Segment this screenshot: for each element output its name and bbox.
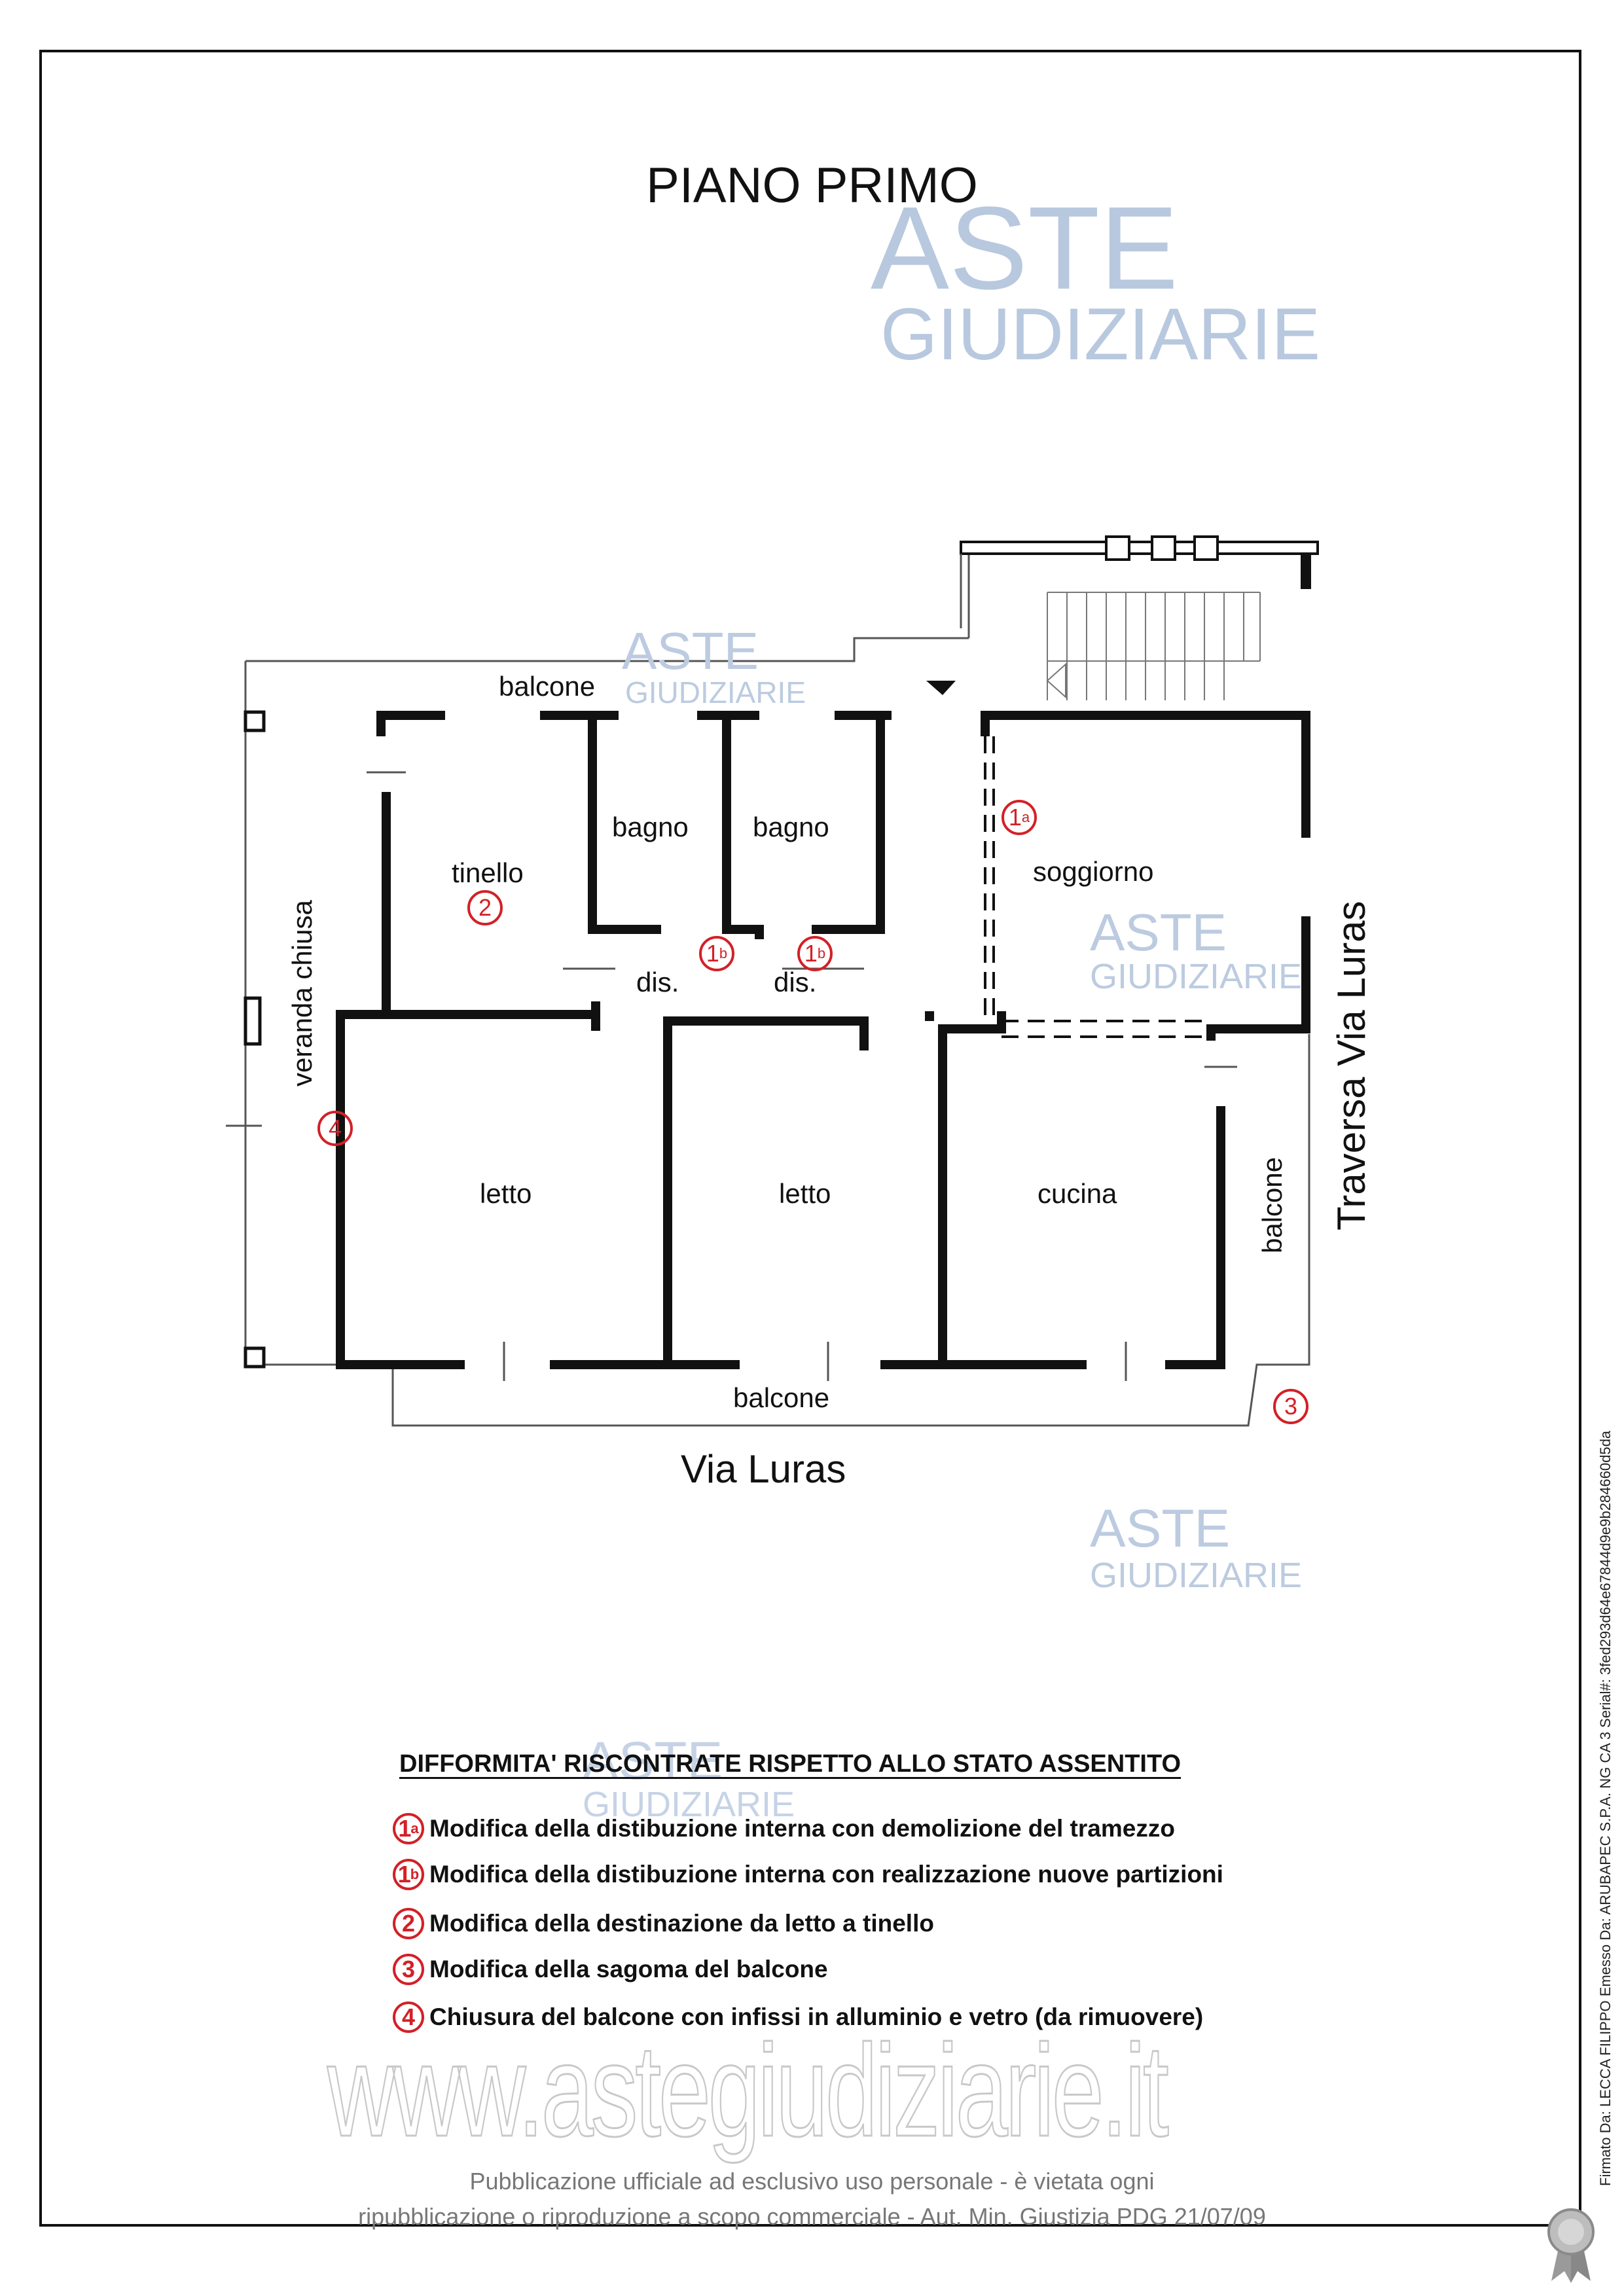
legend-badge: 2 — [393, 1908, 424, 1939]
room-label-bagno-2: bagno — [753, 812, 829, 842]
room-label-veranda: veranda chiusa — [287, 900, 317, 1086]
room-label-letto-1: letto — [480, 1178, 532, 1209]
legend-item-text: Chiusura del balcone con infissi in allu… — [429, 2003, 1204, 2030]
legend-item-text: Modifica della destinazione da letto a t… — [429, 1910, 934, 1937]
room-label-balcone-right: balcone — [1257, 1157, 1288, 1253]
footer-line-2: ripubblicazione o riproduzione a scopo c… — [358, 2203, 1266, 2230]
marker-4: 4 — [317, 1111, 353, 1146]
footer-line-1: Pubblicazione ufficiale ad esclusivo uso… — [469, 2168, 1155, 2195]
watermark-brand-soggiorno: ASTE — [1090, 903, 1227, 961]
marker-2: 2 — [467, 890, 503, 925]
watermark-brand-plan: ASTE — [622, 622, 759, 680]
watermark-brand-soggiorno-sub: GIUDIZIARIE — [1090, 957, 1303, 996]
page-title: PIANO PRIMO — [646, 158, 978, 213]
watermark-brand-large: ASTE — [871, 183, 1179, 314]
stair-block — [926, 535, 1319, 700]
room-label-tinello: tinello — [452, 857, 524, 888]
watermark-url: www.astegiudiziarie.it — [327, 2017, 1170, 2165]
legend-item-text: Modifica della distibuzione interna con … — [429, 1815, 1175, 1842]
walls — [336, 711, 1310, 1369]
watermark-brand-plan-sub: GIUDIZIARIE — [625, 675, 806, 709]
watermark-brand-legend: ASTE — [583, 1731, 723, 1791]
legend-title: DIFFORMITA' RISCONTRATE RISPETTO ALLO ST… — [399, 1750, 1182, 1778]
legend-item: 3 Modifica della sagoma del balcone — [393, 1954, 828, 1985]
legend-badge: 3 — [393, 1954, 424, 1985]
signature-text: Firmato Da: LECCA FILIPPO Emesso Da: ARU… — [1597, 1430, 1614, 2186]
room-label-dis-1: dis. — [636, 967, 679, 997]
room-label-letto-2: letto — [779, 1178, 831, 1209]
seal-icon — [1547, 2208, 1595, 2283]
room-label-dis-2: dis. — [774, 967, 817, 997]
street-label-traversa: Traversa Via Luras — [1329, 901, 1373, 1230]
room-label-soggiorno: soggiorno — [1033, 856, 1154, 887]
legend-item-text: Modifica della distibuzione interna con … — [429, 1861, 1223, 1888]
street-label-via-luras: Via Luras — [681, 1447, 846, 1491]
watermark-brand-large-sub: GIUDIZIARIE — [880, 293, 1321, 375]
legend-item: 4 Chiusura del balcone con infissi in al… — [393, 2001, 1203, 2033]
watermark-brand-lower-sub: GIUDIZIARIE — [1090, 1556, 1303, 1595]
legend-item: 2 Modifica della destinazione da letto a… — [393, 1908, 934, 1939]
room-label-balcone-top: balcone — [499, 671, 596, 702]
room-label-balcone-bottom: balcone — [733, 1382, 830, 1413]
room-label-cucina: cucina — [1038, 1178, 1117, 1209]
room-label-bagno-1: bagno — [612, 812, 689, 842]
watermark-brand-legend-sub: GIUDIZIARIE — [583, 1785, 795, 1824]
legend-item-text: Modifica della sagoma del balcone — [429, 1956, 828, 1982]
north-arrow — [926, 681, 956, 695]
marker-3: 3 — [1273, 1389, 1308, 1424]
legend-badge: 4 — [393, 2001, 424, 2033]
watermark-brand-lower: ASTE — [1090, 1499, 1231, 1558]
